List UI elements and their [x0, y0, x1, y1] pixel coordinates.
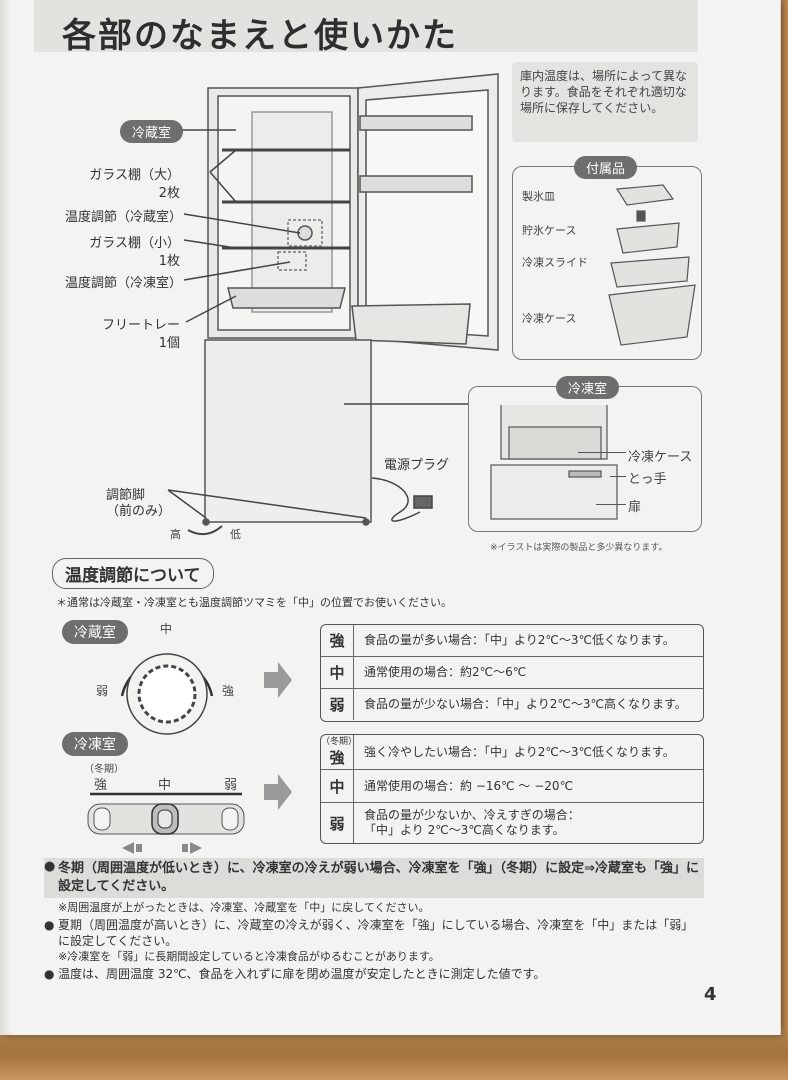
note-sub: ※冷凍室を「弱」に長期間設定していると冷凍食品がゆるむことがあります。 — [58, 950, 440, 963]
refrigerator-illustration — [167, 73, 499, 536]
freezer-detail-box — [468, 386, 702, 532]
table-row: 弱 食品の量が少ない場合：「中」より2℃〜3℃高くなります。 — [321, 688, 703, 720]
note-text: 夏期（周囲温度が高いとき）に、冷蔵室の冷えが弱く、冷凍室を「強」にしている場合、… — [58, 918, 694, 948]
leader-line — [610, 476, 626, 477]
wood-background-bottom — [0, 1028, 788, 1080]
fridge-temp-dial — [120, 653, 214, 735]
glass-shelf-small-qty: 1枚 — [158, 254, 180, 269]
freezer-slide-label: 冷凍スライド — [522, 256, 588, 269]
ice-tray-label: 製氷皿 — [522, 190, 555, 203]
level-cell: 弱 — [321, 803, 354, 843]
free-tray-label: フリートレー — [101, 318, 180, 333]
slider-weak-label: 弱 — [224, 778, 238, 793]
description-cell: 通常使用の場合：約 −16℃ 〜 −20℃ — [364, 778, 574, 793]
level-cell: （冬期） 強 — [321, 735, 358, 769]
level-cell: 中 — [321, 770, 354, 802]
page-edge — [0, 0, 12, 1035]
temp-freezer-label: 温度調節（冷凍室） — [64, 276, 182, 291]
dial-weak-label: 弱 — [96, 684, 109, 698]
table-row: 強 食品の量が多い場合：「中」より2℃〜3℃低くなります。 — [321, 625, 703, 656]
description-cell: 食品の量が少ない場合：「中」より2℃〜3℃高くなります。 — [364, 697, 687, 711]
description-cell: 食品の量が多い場合：「中」より2℃〜3℃低くなります。 — [364, 633, 675, 647]
glass-shelf-small-label: ガラス棚（小） — [89, 236, 180, 251]
description-cell: 食品の量が少ないか、冷えすぎの場合： 「中」より 2℃〜3℃高くなります。 — [354, 808, 590, 838]
winter-note-bold: ● 冬期（周囲温度が低いとき）に、冷凍室の冷えが弱い場合、冷凍室を「強」（冬期）… — [44, 858, 704, 898]
table-row: （冬期） 強 強く冷やしたい場合：「中」より2℃〜3℃低くなります。 — [321, 735, 703, 769]
summer-note: ● 夏期（周囲温度が高いとき）に、冷蔵室の冷えが弱く、冷凍室を「強」にしている場… — [44, 917, 704, 949]
measurement-note: ● 温度は、周囲温度 32℃、食品を入れずに扉を閉め温度が安定したときに測定した… — [44, 966, 704, 982]
winter-level-note: （冬期） — [321, 736, 358, 747]
accessories-box — [512, 166, 702, 360]
table-row: 中 通常使用の場合：約2℃〜6℃ — [321, 656, 703, 688]
note-text: 温度は、周囲温度 32℃、食品を入れずに扉を閉め温度が安定したときに測定した値で… — [58, 967, 546, 981]
level-cell: 中 — [321, 657, 354, 688]
adjustable-feet-label: 調節脚 — [106, 488, 146, 503]
table-row: 中 通常使用の場合：約 −16℃ 〜 −20℃ — [321, 769, 703, 802]
glass-shelf-large-label: ガラス棚（大） — [89, 168, 180, 183]
ice-storage-case-label: 貯氷ケース — [522, 224, 577, 237]
freezer-drawer-illustration — [490, 405, 618, 520]
notes-list: ● 冬期（周囲温度が低いとき）に、冷凍室の冷えが弱い場合、冷凍室を「強」（冬期）… — [44, 858, 704, 982]
winter-note: （冬期） — [84, 764, 124, 775]
note-sub: ※周囲温度が上がったときは、冷凍室、冷蔵室を「中」に戻してください。 — [58, 901, 430, 914]
table-row: 弱 食品の量が少ないか、冷えすぎの場合： 「中」より 2℃〜3℃高くなります。 — [321, 802, 703, 843]
handle-callout: とっ手 — [628, 472, 667, 487]
freezer-temp-slider — [87, 792, 245, 854]
note-text: 冬期（周囲温度が低いとき）に、冷凍室の冷えが弱い場合、冷凍室を「強」（冬期）に設… — [58, 861, 700, 894]
free-tray-qty: 1個 — [158, 336, 180, 351]
description-line: 食品の量が少ないか、冷えすぎの場合： — [364, 808, 580, 822]
freezer-case-callout: 冷凍ケース — [628, 450, 693, 465]
level-cell: 強 — [321, 625, 354, 656]
temperature-info-note: 庫内温度は、場所によって異なります。食品をそれぞれ適切な場所に保存してください。 — [512, 62, 698, 142]
freezer-slider-label: 冷凍室 — [62, 732, 128, 756]
temp-fridge-label: 温度調節（冷蔵室） — [64, 210, 182, 225]
temp-section-heading: 温度調節について — [52, 558, 214, 589]
leader-line — [596, 504, 626, 505]
bullet-icon: ● — [44, 967, 55, 981]
description-cell: 強く冷やしたい場合：「中」より2℃〜3℃低くなります。 — [364, 744, 675, 759]
page-title: 各部のなまえと使いかた — [62, 16, 458, 56]
slider-strong-label: 強 — [94, 778, 108, 793]
illustration-note: ※イラストは実際の製品と多少異なります。 — [490, 543, 668, 553]
high-label: 高 — [170, 528, 181, 541]
fridge-label: 冷蔵室 — [120, 120, 184, 143]
freezer-detail-title: 冷凍室 — [556, 376, 620, 399]
right-arrow-icon — [264, 774, 292, 810]
dial-strong-label: 強 — [222, 684, 235, 698]
adjustable-feet-note: （前のみ） — [106, 504, 172, 519]
manual-page: 各部のなまえと使いかた — [0, 0, 781, 1035]
temp-section-note: ＊通常は冷蔵室・冷凍室とも温度調節ツマミを「中」の位置でお使いください。 — [56, 596, 452, 609]
description-line: 「中」より 2℃〜3℃高くなります。 — [364, 823, 565, 837]
level-text: 強 — [329, 748, 345, 767]
freezer-case-label: 冷凍ケース — [522, 312, 577, 325]
fridge-temp-table: 強 食品の量が多い場合：「中」より2℃〜3℃低くなります。 中 通常使用の場合：… — [320, 624, 704, 722]
right-arrow-icon — [264, 662, 292, 698]
leader-line — [578, 452, 626, 453]
title-band — [34, 0, 698, 52]
low-label: 低 — [230, 528, 241, 541]
dial-mid-label: 中 — [160, 622, 173, 636]
level-cell: 弱 — [321, 689, 354, 720]
bullet-icon: ● — [44, 918, 55, 932]
description-cell: 通常使用の場合：約2℃〜6℃ — [364, 665, 527, 679]
power-plug-label: 電源プラグ — [384, 458, 450, 473]
page-number: 4 — [704, 984, 717, 1005]
fridge-dial-label: 冷蔵室 — [62, 620, 128, 644]
accessories-illustration — [608, 184, 696, 346]
accessories-title: 付属品 — [574, 156, 638, 179]
slider-mid-label: 中 — [158, 778, 172, 793]
bullet-icon: ● — [44, 859, 56, 874]
freezer-temp-table: （冬期） 強 強く冷やしたい場合：「中」より2℃〜3℃低くなります。 中 通常使… — [320, 734, 704, 844]
door-callout: 扉 — [628, 500, 642, 515]
glass-shelf-large-qty: 2枚 — [158, 186, 180, 201]
